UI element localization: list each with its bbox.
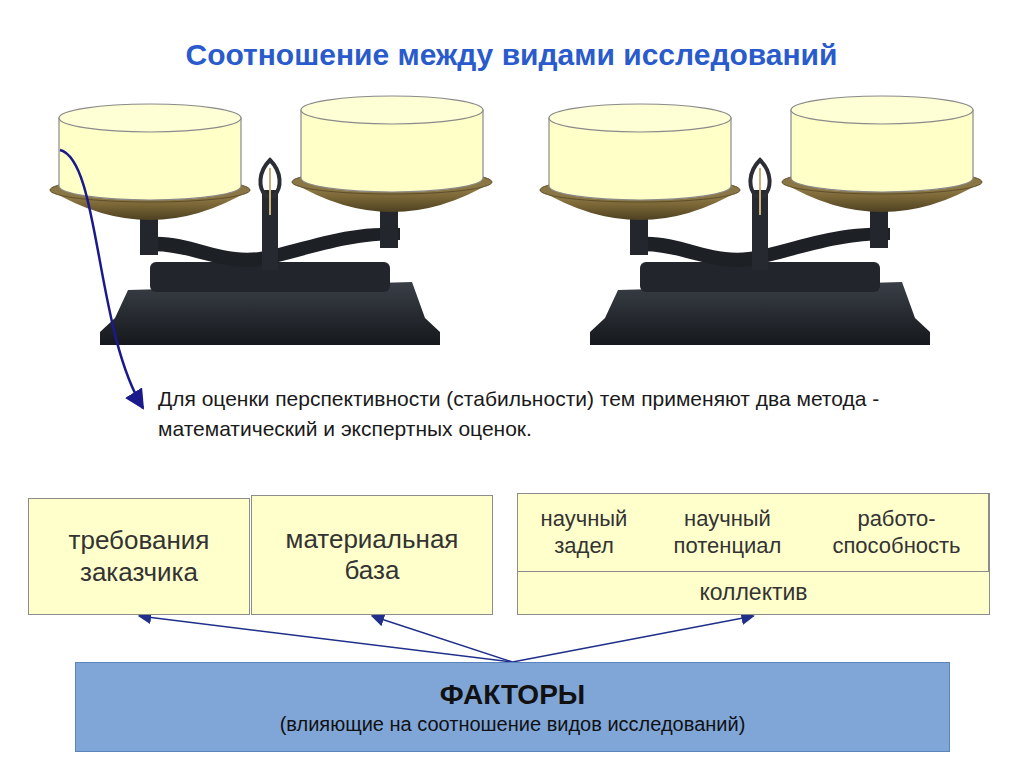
scale-needle: [269, 168, 271, 215]
node-label: материальная база: [258, 524, 486, 586]
balance-scale: [540, 96, 982, 345]
pan-support: [140, 215, 158, 255]
node-label: ФАКТОРЫ: [440, 678, 585, 712]
factors-band: ФАКТОРЫ(влияющие на соотношение видов ис…: [75, 662, 950, 752]
connector-arrow: [513, 616, 754, 662]
node-label: требования заказчика: [35, 525, 243, 587]
note-text: Для оценки перспективности (стабильности…: [158, 384, 1008, 444]
diagram-title: Соотношение между видами исследований: [0, 38, 1023, 72]
balance-scale: [50, 96, 492, 345]
cylinder-top: [791, 96, 973, 124]
cylinder-top: [59, 104, 241, 132]
pan-support: [870, 208, 888, 248]
cylinder-top: [301, 96, 483, 124]
team-cell: научный потенциал: [650, 494, 806, 572]
team-cell: работо- способность: [805, 494, 989, 572]
pan-support: [630, 215, 648, 255]
leader-arrow: [60, 150, 143, 408]
team-group: коллектив научный заделнаучный потенциалр…: [517, 493, 990, 615]
pan-support: [380, 208, 398, 248]
node-label: научный задел: [524, 506, 644, 559]
node-label: (влияющие на соотношение видов исследова…: [280, 712, 746, 736]
group-label: коллектив: [518, 571, 989, 614]
node-label: научный потенциал: [656, 506, 799, 559]
team-cell: научный задел: [518, 494, 651, 572]
factor-box: требования заказчика: [28, 498, 250, 615]
connector-arrow: [372, 616, 513, 662]
node-label: работо- способность: [811, 506, 982, 559]
connector-arrow: [139, 616, 513, 662]
scale-needle: [759, 168, 761, 215]
factor-box: материальная база: [251, 495, 493, 615]
cylinder-top: [549, 104, 731, 132]
